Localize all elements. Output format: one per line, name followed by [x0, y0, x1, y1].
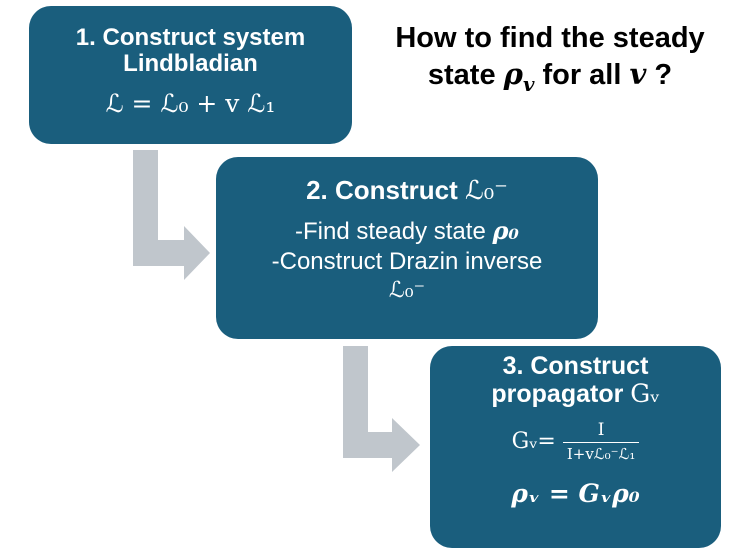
step3-equation-2: ρᵥ = Gᵥρ₀ — [511, 479, 640, 508]
arrow-step1-to-step2 — [133, 150, 210, 280]
question-line-2: state ρv for all v ? — [427, 57, 673, 96]
step3-title: 3. Construct propagator Gᵥ — [491, 352, 660, 408]
propagator-fraction: I I+vℒ₀⁻ℒ₁ — [562, 418, 640, 465]
step2-line-2: -Construct Drazin inverse — [271, 248, 543, 275]
step2-box: 2. Construct ℒ₀⁻ -Find steady state ρ₀ -… — [216, 157, 598, 339]
v-variable: v — [629, 57, 647, 91]
propagator-symbol: Gᵥ — [630, 379, 660, 408]
arrow-step2-to-step3 — [343, 346, 420, 472]
step1-equation: ℒ = ℒ₀ + v ℒ₁ — [105, 89, 276, 118]
rho0-symbol: ρ₀ — [492, 216, 519, 245]
step1-box: 1. Construct system Lindbladian ℒ = ℒ₀ +… — [29, 6, 352, 144]
question-line-1: How to find the steady — [395, 22, 705, 54]
step2-title: 2. Construct ℒ₀⁻ — [306, 175, 508, 206]
step2-line-1: -Find steady state ρ₀ — [295, 216, 519, 245]
step3-box: 3. Construct propagator Gᵥ Gᵥ= I I+vℒ₀⁻ℒ… — [430, 346, 721, 548]
step1-title: 1. Construct system Lindbladian — [75, 24, 306, 77]
question-text: How to find the steady state ρv for all … — [360, 20, 740, 102]
rho-symbol: ρv — [503, 57, 535, 96]
step2-line-3: ℒ₀⁻ — [388, 278, 426, 303]
step3-equation-1: Gᵥ= I I+vℒ₀⁻ℒ₁ — [430, 418, 721, 465]
drazin-symbol: ℒ₀⁻ — [465, 176, 508, 206]
